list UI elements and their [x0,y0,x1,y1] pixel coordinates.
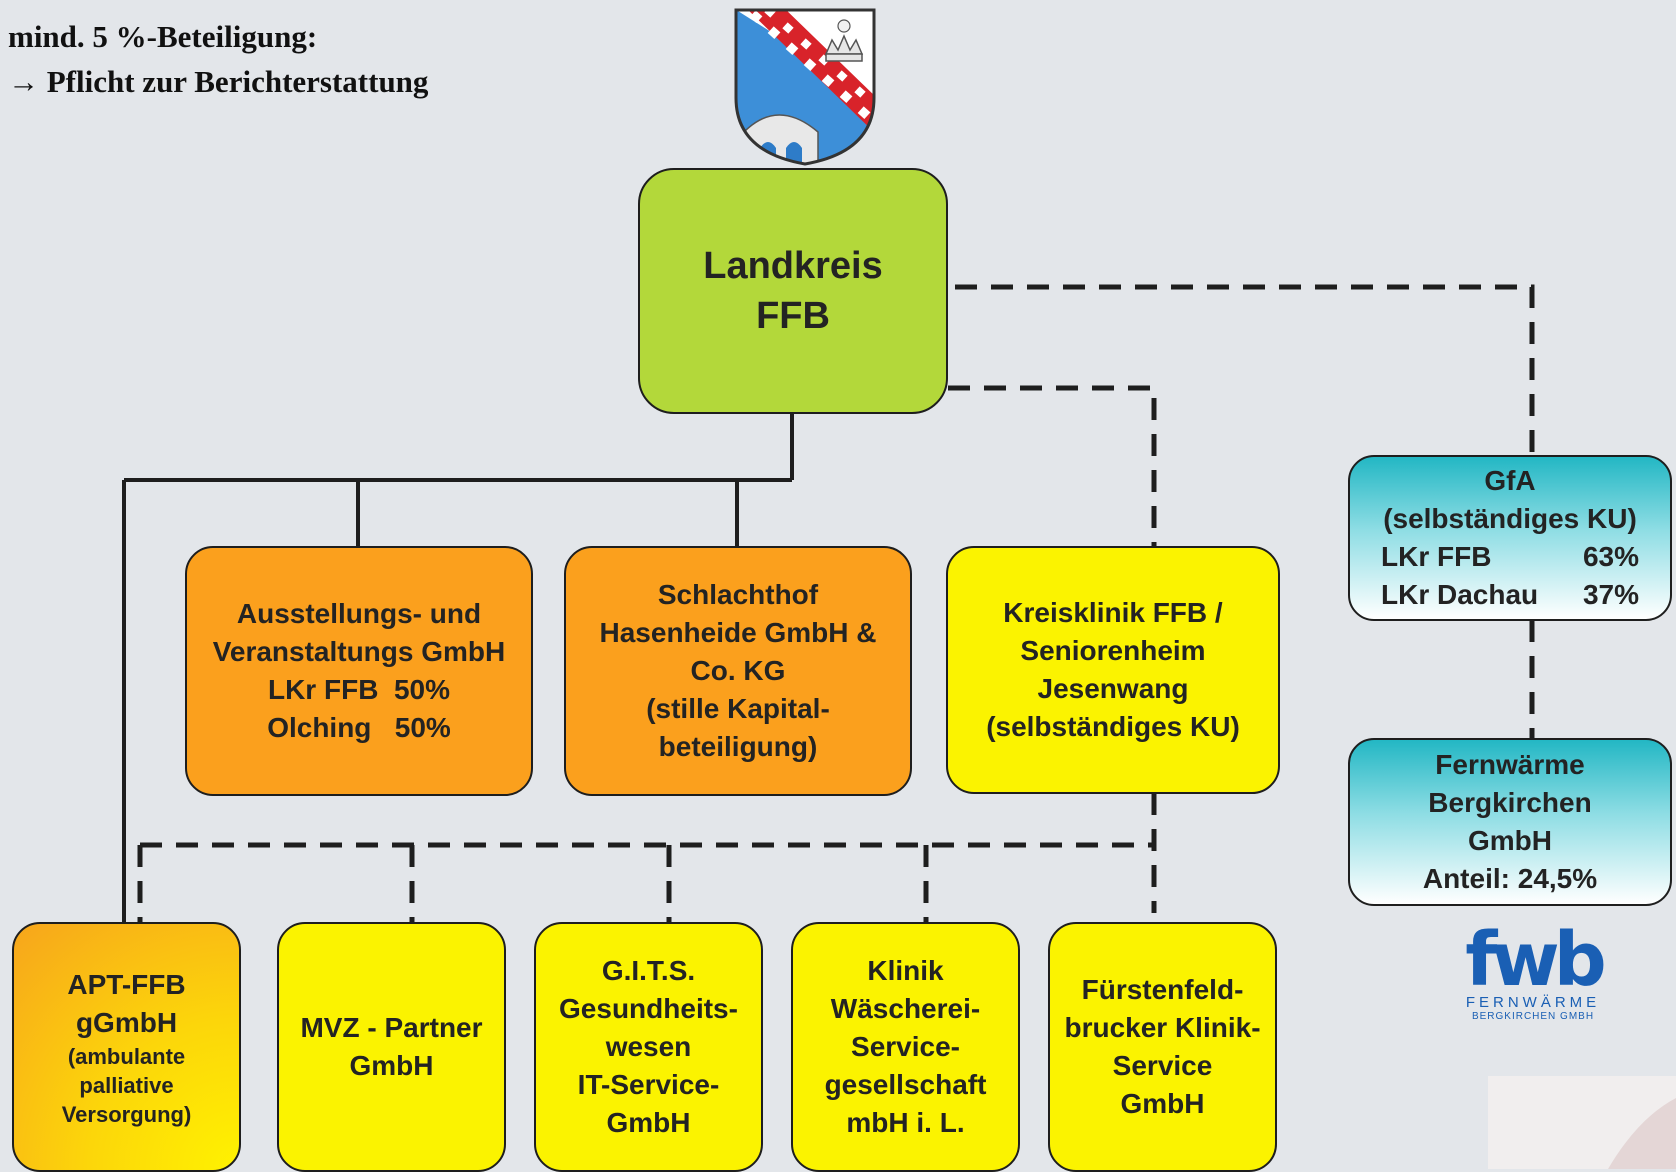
node-label-line: Fürstenfeld- [1081,974,1244,1005]
root-label-line: FFB [756,295,830,337]
node-waescherei: Klinik Wäscherei- Service- gesellschaft … [791,922,1020,1172]
fwb-logo-line2: BERGKIRCHEN GMBH [1471,1011,1595,1022]
node-label-line: IT-Service- [577,1069,720,1100]
node-label-line: G.I.T.S. [601,955,696,986]
node-label-line: Klinik [867,955,944,986]
node-label-line: (selbständiges KU) [1383,503,1637,534]
node-klinikservice: Fürstenfeld- brucker Klinik- Service Gmb… [1048,922,1277,1172]
reporting-note: mind. 5 %-Beteiligung: → Pflicht zur Ber… [8,14,428,104]
node-kreisklinik: Kreisklinik FFB / Seniorenheim Jesenwang… [946,546,1280,794]
fwb-logo-line1: FERNWÄRME [1465,994,1601,1011]
node-schlachthof: Schlachthof Hasenheide GmbH & Co. KG (st… [564,546,912,796]
root-node-landkreis: Landkreis FFB [638,168,948,414]
corner-decoration-icon [1488,1076,1676,1169]
dashed-line-root-to-kreisklinik [948,385,1157,546]
node-note-line: (ambulante [67,1043,186,1069]
share-row-name: LKr Dachau [1381,579,1539,610]
node-label-line: MVZ - Partner [300,1012,483,1043]
node-label-line: Wäscherei- [830,993,981,1024]
reporting-note-line1: mind. 5 %-Beteiligung: [8,19,318,54]
node-label-line: Co. KG [690,655,786,686]
node-label-line: mbH i. L. [846,1107,965,1138]
root-label-line: Landkreis [703,245,883,287]
node-label-line: GmbH [1120,1088,1205,1119]
node-label-line: Kreisklinik FFB / [1003,597,1223,628]
share-row-value: 37% [1582,579,1639,610]
node-label-line: LKr FFB 50% [267,674,451,705]
fernwaerme-logo: fwb FERNWÄRME BERGKIRCHEN GMBH [1458,917,1608,1023]
node-mvz: MVZ - Partner GmbH [277,922,506,1172]
node-label-line: Hasenheide GmbH & [599,617,877,648]
node-label-line: (stille Kapital- [646,693,830,724]
share-row-name: LKr FFB [1381,541,1492,572]
node-label-line: GfA [1484,465,1536,496]
reporting-note-line2: → Pflicht zur Berichterstattung [8,64,429,99]
node-label-line: GmbH [349,1050,434,1081]
node-label-line: brucker Klinik- [1064,1012,1261,1043]
node-ausstellung: Ausstellungs- und Veranstaltungs GmbH LK… [185,546,533,796]
node-label-line: Anteil: 24,5% [1422,863,1598,894]
node-label-line: (selbständiges KU) [986,711,1240,742]
node-label-line: Veranstaltungs GmbH [212,636,506,667]
node-label-line: Ausstellungs- und [236,598,482,629]
node-label-line: Service- [851,1031,960,1062]
share-row: LKr FFB 63% [1381,538,1639,576]
node-label-line: gGmbH [75,1006,178,1038]
node-label-line: GmbH [1468,825,1552,856]
node-note-line: Versorgung) [61,1101,192,1127]
node-label-line: Olching 50% [267,712,451,743]
node-fernwaerme: Fernwärme Bergkirchen GmbH Anteil: 24,5% [1348,738,1672,906]
node-label-line: APT-FFB [67,968,186,1000]
fwb-logo-mark: fwb [1465,917,1607,1003]
node-label-line: beteiligung) [658,731,818,762]
node-label-line: Service [1112,1050,1213,1081]
node-label-line: wesen [605,1031,692,1062]
node-label-line: Fernwärme [1435,749,1585,780]
coat-of-arms-icon [734,8,876,166]
node-note-line: palliative [79,1072,174,1098]
node-label-line: Jesenwang [1037,673,1189,704]
node-apt: APT-FFB gGmbH (ambulante palliative Vers… [12,922,241,1172]
node-label-line: Seniorenheim [1020,635,1206,666]
node-label-line: Schlachthof [657,579,819,610]
node-gfa: GfA (selbständiges KU) LKr FFB 63% LKr D… [1348,455,1672,621]
dashed-line-root-to-gfa [955,284,1535,456]
node-label-line: gesellschaft [824,1069,987,1100]
node-gits: G.I.T.S. Gesundheits- wesen IT-Service- … [534,922,763,1172]
node-label-line: GmbH [606,1107,691,1138]
node-label-line: Gesundheits- [559,993,738,1024]
node-label-line: Bergkirchen [1428,787,1592,818]
share-row: LKr Dachau 37% [1381,576,1639,614]
share-row-value: 63% [1582,541,1639,572]
